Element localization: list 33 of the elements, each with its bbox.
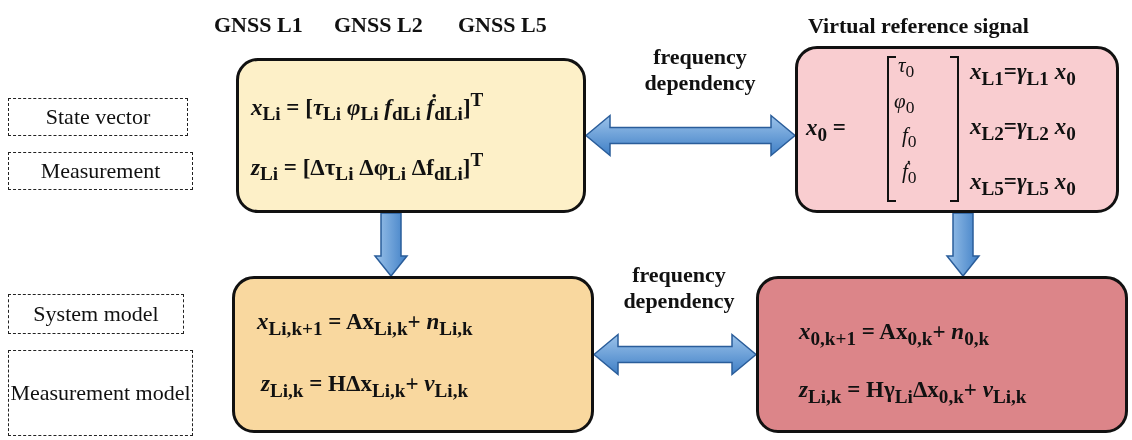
channel-label: GNSS L2 (334, 12, 423, 38)
equation: x$_{0,k+1}$ = Ax$_{0,k}$+ n$_{0,k}$ (799, 319, 990, 350)
dashed-label-box (8, 152, 193, 190)
equation: x$_{0}$ = (806, 115, 846, 146)
block-arrow (945, 212, 981, 278)
channel-label: GNSS L5 (458, 12, 547, 38)
equation: z$_{Li,k}$ = Hγ$_{Li}$Δx$_{0,k}$+ v$_{Li,k}$ (799, 377, 1027, 408)
dashed-label-box (8, 98, 188, 136)
side-label: Measurement (40, 158, 161, 184)
dashed-label-box (8, 294, 184, 334)
equation: x$_{L2}$=γ$_{L2}$ x$_{0}$ (970, 114, 1076, 145)
equation: z$_{Li,k}$ = HΔx$_{Li,k}$+ v$_{Li,k}$ (261, 371, 469, 402)
side-label: System model (33, 301, 159, 327)
dashed-label-box (8, 350, 193, 436)
block-arrow (584, 113, 797, 158)
equation: x$_{L5}$=γ$_{L5}$ x$_{0}$ (970, 169, 1076, 200)
equation: f$_{0}$ (902, 123, 917, 153)
equation-box (236, 58, 586, 213)
equation-box (756, 276, 1128, 433)
equation: x$_{Li}$ = [τ$_{Li}$ φ$_{Li}$ f$_{dLi}$ ḟ$_{dLi}$]$^{T}$ (251, 89, 484, 126)
equation: φ$_{0}$ (894, 89, 915, 119)
equation-box (232, 276, 594, 433)
equation: ḟ$_{0}$ (902, 159, 917, 189)
side-label: Measurement model (10, 380, 191, 406)
side-label: State vector (45, 104, 151, 130)
equation: τ$_{0}$ (898, 53, 915, 83)
block-arrow (373, 212, 409, 278)
equation: x$_{L1}$=γ$_{L1}$ x$_{0}$ (970, 59, 1076, 90)
block-arrow (592, 332, 758, 377)
channel-label: GNSS L1 (214, 12, 303, 38)
equation: x$_{Li,k+1}$ = Ax$_{Li,k}$+ n$_{Li,k}$ (257, 309, 473, 340)
equation: z$_{Li}$ = [Δτ$_{Li}$ Δφ$_{Li}$ Δf$_{dLi}$]$^{T}$ (251, 149, 484, 186)
heading: Virtual reference signal (808, 13, 1029, 39)
